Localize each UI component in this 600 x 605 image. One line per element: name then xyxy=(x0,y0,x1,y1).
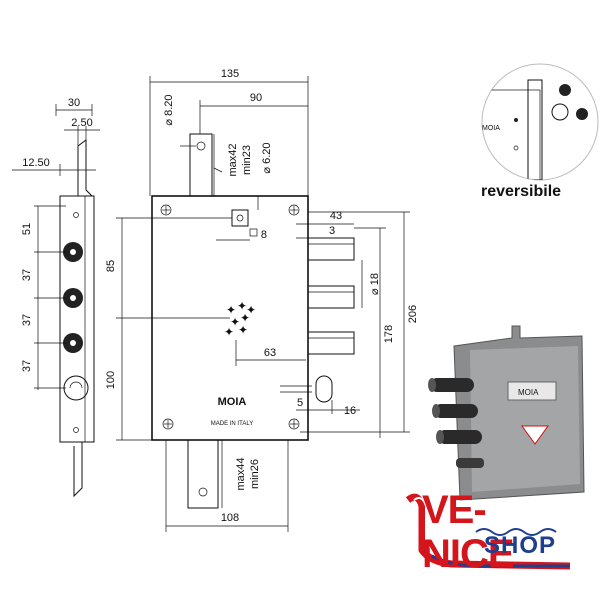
reversibile-label: reversibile xyxy=(481,183,562,200)
dim-min26: min26 xyxy=(249,459,261,489)
latch-head xyxy=(63,375,89,401)
photo-bolt xyxy=(428,378,474,392)
dim-30: 30 xyxy=(68,97,80,109)
svg-text:✦: ✦ xyxy=(246,303,256,317)
face-plate xyxy=(59,195,95,443)
case-screw xyxy=(288,418,300,430)
logo-main-text: VE-NICE xyxy=(422,488,515,576)
dim-3: 3 xyxy=(329,225,335,237)
inset-brand: MOIA xyxy=(482,125,500,132)
dim-85: 85 xyxy=(105,260,117,272)
dim-51: 51 xyxy=(21,223,33,235)
case-screw xyxy=(162,418,174,430)
cylinder-holes: ✦ ✦ ✦ ✦ ✦ ✦ ✦ xyxy=(224,299,256,339)
lower-keeper xyxy=(187,440,219,509)
photo-latch xyxy=(456,458,484,468)
plate-made-in: MADE IN ITALY xyxy=(211,421,253,427)
bolt-head xyxy=(63,333,83,353)
latch xyxy=(315,375,333,403)
svg-text:✦: ✦ xyxy=(238,323,248,337)
dim-135: 135 xyxy=(221,68,239,80)
dim-max44: max44 xyxy=(235,457,247,490)
top-tab xyxy=(77,139,93,197)
logo-graphic xyxy=(405,493,571,570)
bolt xyxy=(307,331,355,355)
plate-brand: MOIA xyxy=(218,396,247,408)
dim-37: 37 xyxy=(21,360,33,372)
photo-bolt xyxy=(432,404,478,418)
case-screw xyxy=(160,204,172,216)
dim-8-20: ⌀ 8.20 xyxy=(163,94,175,125)
dim-63: 63 xyxy=(264,347,276,359)
dim-43: 43 xyxy=(330,210,342,222)
dim-max42: max42 xyxy=(227,143,239,176)
upper-keeper xyxy=(189,133,213,196)
svg-text:✦: ✦ xyxy=(240,311,250,325)
venice-shop-logo[interactable]: VE-NICE SHOP xyxy=(402,486,574,578)
dim-min23: min23 xyxy=(241,145,253,175)
front-view: 8 ✦ ✦ ✦ ✦ ✦ ✦ ✦ 63 MOIA MADE IN ITALY 13… xyxy=(105,68,419,532)
spindle-square xyxy=(231,209,249,227)
reversibile-inset: MOIA xyxy=(481,63,599,181)
photo-bolt xyxy=(436,430,482,444)
svg-text:✦: ✦ xyxy=(237,299,247,313)
bolt-head xyxy=(63,288,83,308)
bolt xyxy=(307,285,355,309)
logo-shop-text: SHOP xyxy=(484,532,557,559)
dim-16: 16 xyxy=(344,405,356,417)
dim-37: 37 xyxy=(21,269,33,281)
dim-108: 108 xyxy=(221,512,239,524)
bolt-head xyxy=(63,242,83,262)
svg-text:✦: ✦ xyxy=(224,325,234,339)
side-view: 30 2.50 12.50 51 37 37 37 xyxy=(12,97,100,498)
dim-2-50: 2.50 xyxy=(71,117,92,129)
dim-90: 90 xyxy=(250,92,262,104)
case-screw xyxy=(288,204,300,216)
svg-text:✦: ✦ xyxy=(226,303,236,317)
svg-text:✦: ✦ xyxy=(230,315,240,329)
bolt xyxy=(307,237,355,261)
dim-8: 8 xyxy=(260,229,267,241)
dim-206: 206 xyxy=(407,305,419,323)
photo-brand: MOIA xyxy=(518,388,539,397)
dim-37: 37 xyxy=(21,314,33,326)
dim-6-20: ⌀ 6.20 xyxy=(261,142,273,173)
lock-photo: MOIA xyxy=(428,325,585,501)
dim-5: 5 xyxy=(297,397,303,409)
dim-100: 100 xyxy=(105,371,117,389)
dim-18: ⌀ 18 xyxy=(369,273,381,295)
dim-178: 178 xyxy=(383,325,395,343)
bottom-tab xyxy=(73,442,83,498)
dim-12-50: 12.50 xyxy=(22,157,50,169)
